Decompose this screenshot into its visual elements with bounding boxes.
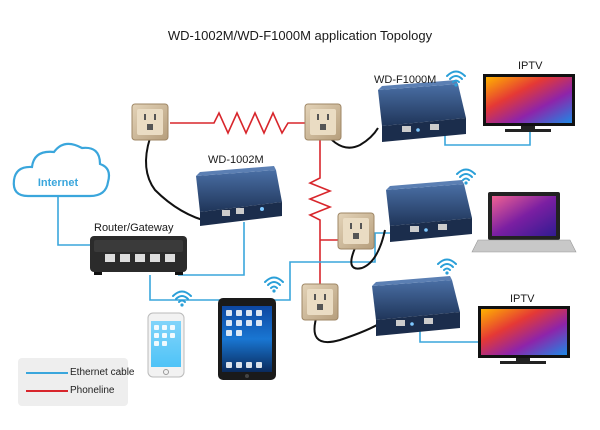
wall-socket-4 bbox=[301, 283, 339, 321]
cord-socket4 bbox=[313, 311, 383, 343]
ethernet-wdf1000m-top-tv bbox=[444, 128, 531, 146]
wifi-icon-phone bbox=[172, 290, 192, 307]
phoneline-cables bbox=[170, 111, 338, 284]
ethernet-router-laptop bbox=[149, 232, 418, 301]
iptv-bottom bbox=[478, 306, 570, 364]
page-title: WD-1002M/WD-F1000M application Topology bbox=[167, 28, 433, 43]
cloud-icon bbox=[12, 142, 111, 198]
phoneline-vertical bbox=[307, 140, 333, 284]
tablet bbox=[218, 298, 276, 380]
wifi-icon-tablet bbox=[264, 276, 284, 293]
wifi-icons bbox=[172, 70, 476, 307]
ethernet-router-wd1002m bbox=[178, 222, 245, 276]
cord-socket1 bbox=[145, 137, 211, 223]
wd1002m-device bbox=[196, 166, 282, 226]
wd1002m-label: WD-1002M bbox=[208, 154, 264, 166]
legend-ethernet-label: Ethernet cable bbox=[70, 367, 135, 378]
wall-socket-2 bbox=[304, 103, 342, 141]
iptv-top-label: IPTV bbox=[518, 60, 543, 72]
wdf1000m-device-middle bbox=[386, 180, 472, 242]
iptv-top bbox=[483, 74, 575, 132]
router-label: Router/Gateway bbox=[94, 222, 174, 234]
legend-phoneline-label: Phoneline bbox=[70, 385, 115, 396]
wifi-icon-top-device bbox=[446, 70, 466, 87]
wdf1000m-label: WD-F1000M bbox=[374, 74, 437, 86]
iptv-bottom-label: IPTV bbox=[510, 293, 535, 305]
router-gateway bbox=[90, 236, 187, 275]
phoneline-top bbox=[170, 111, 305, 135]
wifi-icon-bottom-device bbox=[437, 258, 457, 275]
legend bbox=[18, 358, 128, 406]
internet-cloud: Internet bbox=[12, 142, 111, 198]
smartphone bbox=[147, 312, 185, 378]
ethernet-internet-router bbox=[57, 196, 90, 246]
wall-socket-1 bbox=[131, 103, 169, 141]
cord-socket3 bbox=[350, 229, 386, 270]
wdf1000m-device-bottom bbox=[372, 276, 460, 336]
wdf1000m-device-top bbox=[378, 80, 466, 142]
wall-socket-3 bbox=[337, 212, 375, 250]
laptop bbox=[471, 192, 577, 253]
wifi-icon-middle-device bbox=[456, 168, 476, 185]
internet-label: Internet bbox=[38, 177, 79, 189]
